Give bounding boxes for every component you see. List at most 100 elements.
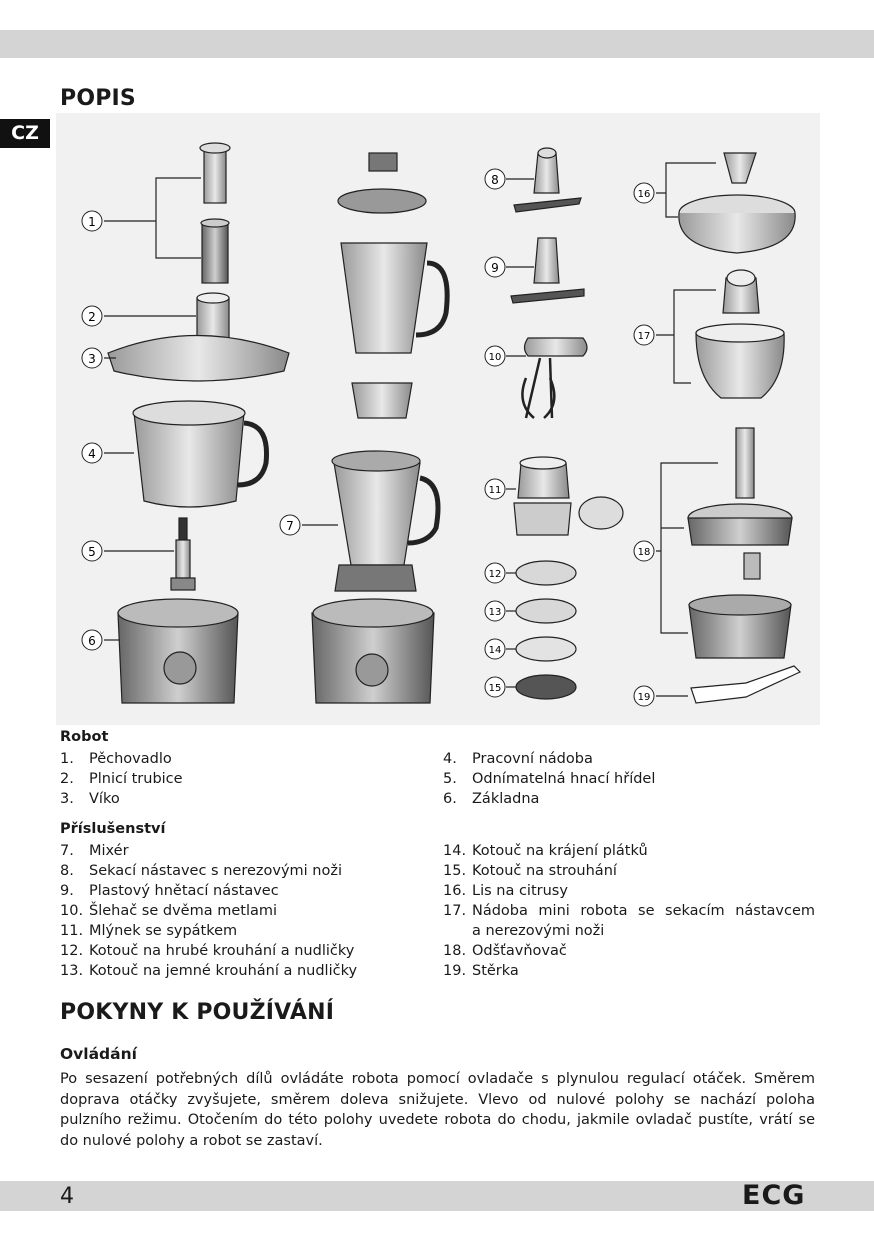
list-item: 9. Plastový hnětací nástavec <box>60 881 430 901</box>
callout-14: 14 <box>484 638 506 660</box>
page-number: 4 <box>60 1184 74 1209</box>
item-number: 19. <box>443 963 467 979</box>
item-number: 11. <box>60 923 84 939</box>
item-text: Odnímatelná hnací hřídel <box>472 771 656 787</box>
item-number: 13. <box>60 963 84 979</box>
item-text: Kotouč na krájení plátků <box>472 843 648 859</box>
list-item: 2. Plnicí trubice <box>60 769 420 789</box>
callout-14-label: 14 <box>489 645 502 656</box>
item-number: 4. <box>443 751 457 767</box>
item-text: Šlehač se dvěma metlami <box>89 903 278 919</box>
list-item: 15. Kotouč na strouhání <box>443 861 815 881</box>
list-item: 5. Odnímatelná hnací hřídel <box>443 769 815 789</box>
callout-2-label: 2 <box>88 310 96 324</box>
ovladani-heading: Ovládání <box>60 1045 137 1063</box>
item-number: 2. <box>60 771 74 787</box>
callout-1: 1 <box>81 210 103 232</box>
item-text: Kotouč na strouhání <box>472 863 617 879</box>
item-number: 18. <box>443 943 467 959</box>
callout-16: 16 <box>633 182 655 204</box>
item-number: 6. <box>443 791 457 807</box>
callout-17-label: 17 <box>638 331 651 342</box>
robot-list-right: 4. Pracovní nádoba 5. Odnímatelná hnací hř… <box>443 749 815 809</box>
callout-11-label: 11 <box>489 485 502 496</box>
item-number: 1. <box>60 751 74 767</box>
accessories-heading: Příslušenství <box>60 821 166 837</box>
list-item: 10. Šlehač se dvěma metlami <box>60 901 430 921</box>
ovladani-paragraph: Po sesazení potřebných dílů ovládáte rob… <box>60 1071 815 1149</box>
item-number: 9. <box>60 883 74 899</box>
list-item: 8. Sekací nástavec s nerezovými noži <box>60 861 430 881</box>
accessories-list-left: 7. Mixér 8. Sekací nástavec s nerezovými n… <box>60 841 430 981</box>
callout-3: 3 <box>81 347 103 369</box>
callout-10: 10 <box>484 345 506 367</box>
item-number <box>443 921 472 941</box>
item-text: Lis na citrusy <box>472 883 568 899</box>
list-item: 4. Pracovní nádoba <box>443 749 815 769</box>
item-text: Sekací nástavec s nerezovými noži <box>89 863 342 879</box>
callout-3-label: 3 <box>88 352 96 366</box>
item-number: 16. <box>443 883 467 899</box>
item-number: 8. <box>60 863 74 879</box>
item-text: a nerezovými noži <box>472 923 605 939</box>
callout-8-label: 8 <box>491 173 499 187</box>
list-item: 14. Kotouč na krájení plátků <box>443 841 815 861</box>
item-text: Kotouč na hrubé krouhání a nudličky <box>89 943 355 959</box>
item-number: 15. <box>443 863 467 879</box>
callout-10-label: 10 <box>489 352 502 363</box>
callout-13: 13 <box>484 600 506 622</box>
list-item: 18. Odšťavňovač <box>443 941 815 961</box>
footer-bar <box>0 1181 874 1211</box>
callout-18: 18 <box>633 540 655 562</box>
item-text: Mlýnek se sypátkem <box>89 923 238 939</box>
list-item: 1. Pěchovadlo <box>60 749 420 769</box>
item-number: 12. <box>60 943 84 959</box>
list-item: 16. Lis na citrusy <box>443 881 815 901</box>
callout-6: 6 <box>81 629 103 651</box>
callout-1-label: 1 <box>88 215 96 229</box>
callout-15-label: 15 <box>489 683 502 694</box>
robot-heading: Robot <box>60 729 109 745</box>
list-item: 12. Kotouč na hrubé krouhání a nudličky <box>60 941 430 961</box>
list-item: 19.Stěrka <box>443 961 815 981</box>
section-title-popis: POPIS <box>60 86 136 111</box>
item-text: Pracovní nádoba <box>472 751 593 767</box>
section-title-pokyny: POKYNY K POUŽÍVÁNÍ <box>60 1000 335 1025</box>
callout-4: 4 <box>81 442 103 464</box>
item-text: Mixér <box>89 843 129 859</box>
callout-16-label: 16 <box>638 189 651 200</box>
item-number: 14. <box>443 843 467 859</box>
item-number: 10. <box>60 903 84 919</box>
callout-5: 5 <box>81 540 103 562</box>
callout-9: 9 <box>484 256 506 278</box>
list-item: a nerezovými noži <box>443 921 815 941</box>
item-number: 7. <box>60 843 74 859</box>
callout-12: 12 <box>484 562 506 584</box>
callout-9-label: 9 <box>491 261 499 275</box>
accessories-list-right: 14. Kotouč na krájení plátků 15. Kotouč na… <box>443 841 815 981</box>
list-item: 3. Víko <box>60 789 420 809</box>
callout-7-label: 7 <box>286 519 294 533</box>
item-number: 5. <box>443 771 457 787</box>
item-text: Odšťavňovač <box>472 943 567 959</box>
list-item: 13. Kotouč na jemné krouhání a nudličky <box>60 961 430 981</box>
callout-4-label: 4 <box>88 447 96 461</box>
item-text: Nádoba mini robota se sekacím nástavcem <box>472 903 815 919</box>
item-text: Plastový hnětací nástavec <box>89 883 279 899</box>
robot-list-left: 1. Pěchovadlo 2. Plnicí trubice 3. Víko <box>60 749 420 809</box>
callout-17: 17 <box>633 324 655 346</box>
callout-6-label: 6 <box>88 634 96 648</box>
callout-19-label: 19 <box>638 692 651 703</box>
item-text: Plnicí trubice <box>89 771 183 787</box>
callout-12-label: 12 <box>489 569 502 580</box>
language-tab: CZ <box>0 119 50 148</box>
header-bar <box>0 30 874 58</box>
item-text: Kotouč na jemné krouhání a nudličky <box>89 963 358 979</box>
item-number: 17. <box>443 903 467 919</box>
item-text: Pěchovadlo <box>89 751 172 767</box>
item-number: 3. <box>60 791 74 807</box>
callout-15: 15 <box>484 676 506 698</box>
list-item: 17. Nádoba mini robota se sekacím nástavc… <box>443 901 815 921</box>
list-item: 6.Základna <box>443 789 815 809</box>
item-text: Víko <box>89 791 120 807</box>
